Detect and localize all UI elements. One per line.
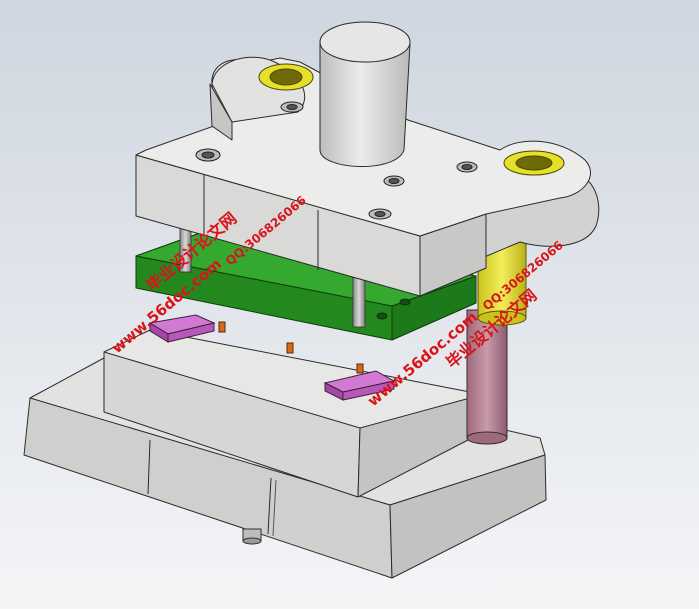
pad-left (148, 314, 216, 343)
die-shank-cylinder (319, 21, 411, 167)
guide-bushing-top-right (503, 150, 565, 176)
guide-pillar-right (466, 309, 508, 445)
base-screw (242, 528, 262, 545)
pad-right (323, 370, 396, 401)
upper-plate-bolt-holes (195, 101, 478, 220)
guide-bushing-top-left (258, 63, 314, 91)
pilot-pins (218, 321, 364, 374)
